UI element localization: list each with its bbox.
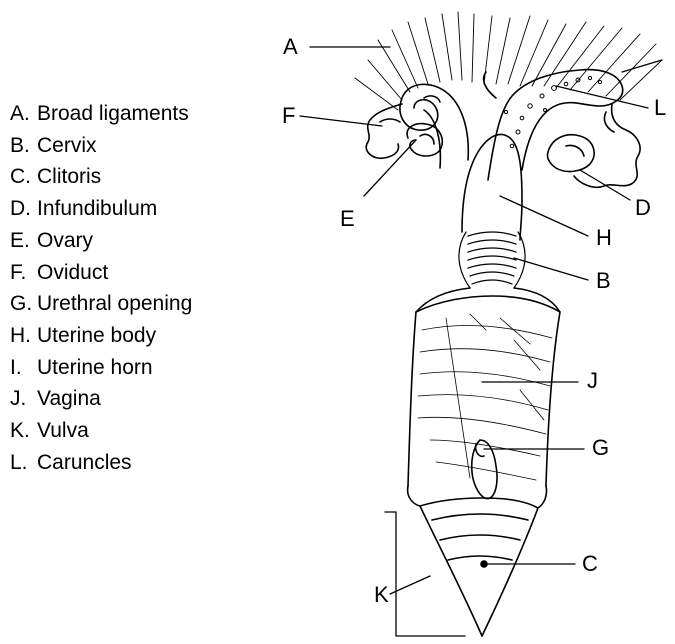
cervix-rings xyxy=(459,232,525,288)
clitoris-mark xyxy=(481,561,487,567)
leader-lines xyxy=(300,47,662,636)
callout-h: H xyxy=(596,227,612,249)
right-infundibulum xyxy=(574,104,640,187)
callout-a: A xyxy=(283,36,298,58)
broad-ligament-hatching xyxy=(355,12,662,110)
callout-f: F xyxy=(282,105,295,127)
right-ovary xyxy=(547,135,594,172)
legend-item-vagina: J.Vagina xyxy=(10,383,192,415)
legend-item-urethral-opening: G.Urethral opening xyxy=(10,288,192,320)
legend-item-uterine-body: H.Uterine body xyxy=(10,320,192,352)
callout-k: K xyxy=(374,584,389,606)
vulva-outline xyxy=(408,486,547,636)
callout-b: B xyxy=(596,270,611,292)
callout-d: D xyxy=(635,197,651,219)
vagina-hatching xyxy=(418,314,552,480)
legend-item-cervix: B.Cervix xyxy=(10,130,192,162)
uterine-body xyxy=(462,134,522,240)
legend-item-caruncles: L.Caruncles xyxy=(10,447,192,479)
legend-item-vulva: K.Vulva xyxy=(10,415,192,447)
left-oviduct xyxy=(366,104,402,158)
legend-item-infundibulum: D.Infundibulum xyxy=(10,193,192,225)
callout-g: G xyxy=(592,437,609,459)
legend-item-oviduct: F.Oviduct xyxy=(10,257,192,289)
legend-item-clitoris: C.Clitoris xyxy=(10,161,192,193)
legend-item-broad-ligaments: A.Broad ligaments xyxy=(10,98,192,130)
caruncle-dots xyxy=(504,76,601,147)
callout-c: C xyxy=(582,553,598,575)
legend-item-uterine-horn: I.Uterine horn xyxy=(10,352,192,384)
callout-j: J xyxy=(587,370,598,392)
legend-item-ovary: E.Ovary xyxy=(10,225,192,257)
legend-list: A.Broad ligaments B.Cervix C.Clitoris D.… xyxy=(10,98,192,478)
callout-e: E xyxy=(340,208,355,230)
callout-l: L xyxy=(654,97,666,119)
